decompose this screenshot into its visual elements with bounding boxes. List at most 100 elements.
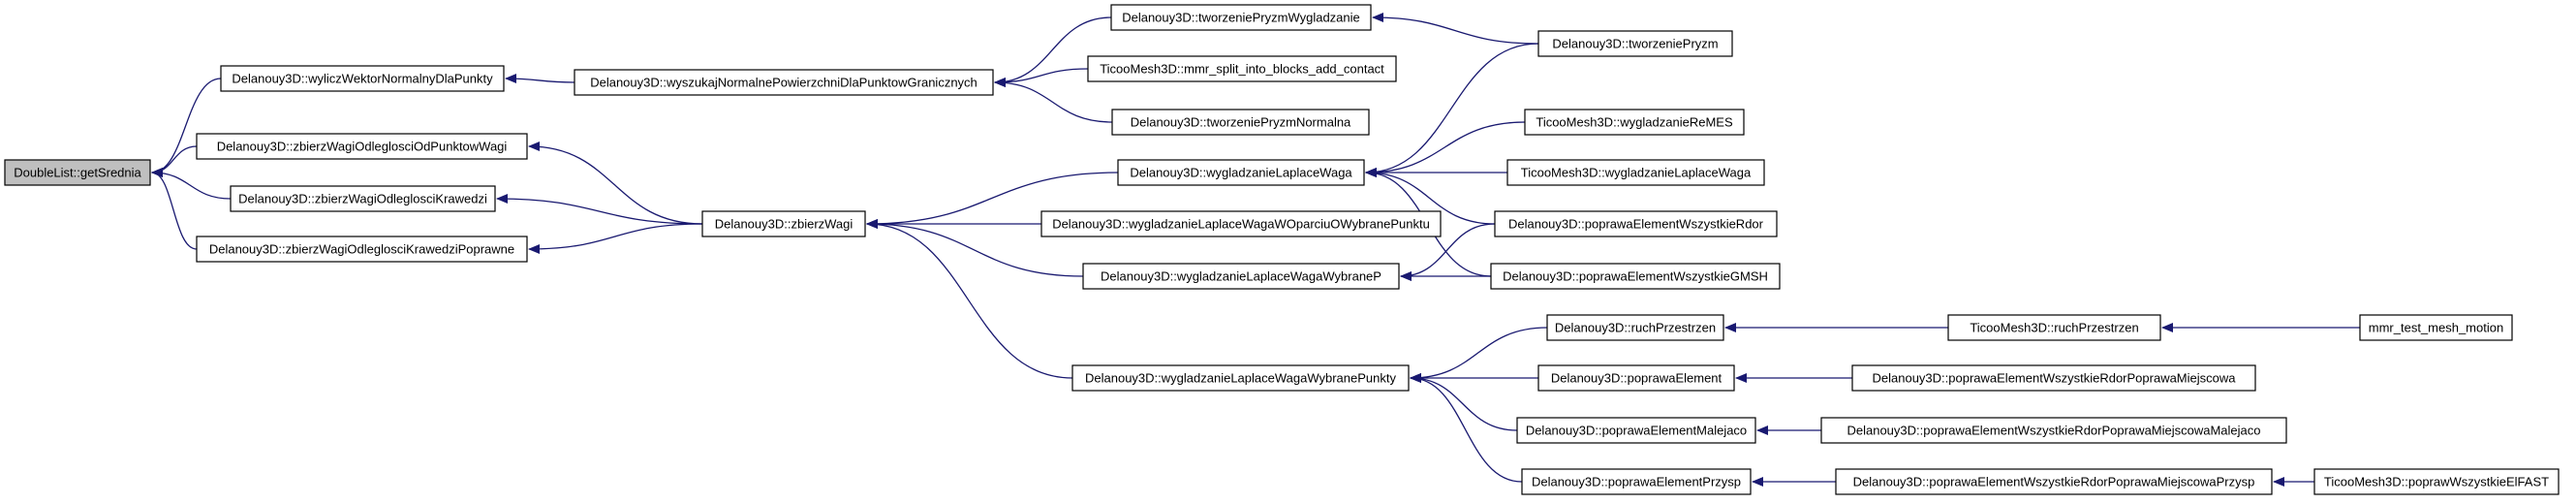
node-label: TicooMesh3D::mmr_split_into_blocks_add_c… bbox=[1100, 62, 1384, 77]
node-delanouy3d-zbierzwagiodlegloscikrawedzi[interactable]: Delanouy3D::zbierzWagiOdleglosciKrawedzi bbox=[230, 185, 496, 212]
node-box bbox=[1071, 364, 1410, 392]
edge-ticoomesh3d-wygladzanieremes-to-delanouy3d-wygladzanielaplacewaga bbox=[1365, 121, 1526, 177]
node-ticoomesh3d-wygladzanieremes[interactable]: TicooMesh3D::wygladzanieReMES bbox=[1524, 109, 1745, 136]
node-label: TicooMesh3D::wygladzanieLaplaceWaga bbox=[1521, 166, 1752, 180]
node-box bbox=[1820, 417, 2287, 444]
node-box bbox=[1521, 468, 1752, 495]
edge-delanouy3d-zbierzwagiodlegloscikrawedzipoprawne-to-doublelist-getsrednia bbox=[151, 168, 198, 250]
node-label: Delanouy3D::poprawaElementWszystkieGMSH bbox=[1503, 269, 1768, 284]
edge-delanouy3d-wyszukajnormalnepowierzchnidlapunktowgranicznych-to-delanouy3d-wyliczwektornormalnydlapunkty bbox=[505, 74, 575, 84]
edge-delanouy3d-poprawaelementmalejaco-to-delanouy3d-wygladzanielaplacewagawybranepunkty bbox=[1410, 373, 1518, 431]
edge-delanouy3d-zbierzwagiodleglosciodpunktowwagi-to-doublelist-getsrednia bbox=[151, 145, 198, 177]
node-label: Delanouy3D::wygladzanieLaplaceWagaWybran… bbox=[1085, 371, 1396, 386]
node-delanouy3d-poprawaelementwszystkiegmsh[interactable]: Delanouy3D::poprawaElementWszystkieGMSH bbox=[1490, 263, 1781, 290]
edges-layer bbox=[151, 13, 2360, 488]
node-delanouy3d-poprawaelementwszystkierdorpoprawamiejscowaprzysp[interactable]: Delanouy3D::poprawaElementWszystkieRdorP… bbox=[1835, 468, 2273, 495]
node-label: Delanouy3D::poprawaElement bbox=[1551, 371, 1723, 386]
node-delanouy3d-poprawaelementwszystkierdorpoprawamiejscowa[interactable]: Delanouy3D::poprawaElementWszystkieRdorP… bbox=[1851, 364, 2256, 392]
node-box bbox=[1835, 468, 2273, 495]
node-ticoomesh3d-wygladzanielaplacewaga[interactable]: TicooMesh3D::wygladzanieLaplaceWaga bbox=[1506, 159, 1765, 186]
node-delanouy3d-poprawaelementmalejaco[interactable]: Delanouy3D::poprawaElementMalejaco bbox=[1516, 417, 1756, 444]
node-ticoomesh3d-mmr-split-into-blocks-add-contact[interactable]: TicooMesh3D::mmr_split_into_blocks_add_c… bbox=[1087, 55, 1397, 82]
node-box bbox=[1546, 314, 1724, 341]
node-box bbox=[1537, 30, 1733, 57]
node-box bbox=[1040, 210, 1442, 237]
node-label: Delanouy3D::wygladzanieLaplaceWagaWybran… bbox=[1101, 269, 1381, 284]
node-label: TicooMesh3D::ruchPrzestrzen bbox=[1970, 321, 2138, 335]
node-delanouy3d-tworzeniepryzmnormalna[interactable]: Delanouy3D::tworzeniePryzmNormalna bbox=[1111, 109, 1370, 136]
edge-delanouy3d-wygladzanielaplacewagawybranep-to-delanouy3d-zbierzwagi bbox=[866, 219, 1084, 277]
node-box bbox=[1506, 159, 1765, 186]
node-delanouy3d-zbierzwagiodlegloscikrawedzipoprawne[interactable]: Delanouy3D::zbierzWagiOdleglosciKrawedzi… bbox=[196, 236, 528, 263]
nodes-layer: DoubleList::getSrednia Delanouy3D::wylicz… bbox=[4, 4, 2560, 495]
node-delanouy3d-wygladzanielaplacewagawybranepunkty[interactable]: Delanouy3D::wygladzanieLaplaceWagaWybran… bbox=[1071, 364, 1410, 392]
node-label: Delanouy3D::poprawaElementPrzysp bbox=[1532, 475, 1741, 489]
node-delanouy3d-wygladzanielaplacewaga[interactable]: Delanouy3D::wygladzanieLaplaceWaga bbox=[1117, 159, 1365, 186]
node-label: Delanouy3D::zbierzWagi bbox=[715, 217, 853, 232]
node-ticoomesh3d-ruchprzestrzen[interactable]: TicooMesh3D::ruchPrzestrzen bbox=[1947, 314, 2161, 341]
node-label: TicooMesh3D::wygladzanieReMES bbox=[1536, 115, 1733, 130]
node-label: Delanouy3D::tworzeniePryzmWygladzanie bbox=[1122, 11, 1360, 25]
node-box bbox=[1947, 314, 2161, 341]
node-box bbox=[1851, 364, 2256, 392]
edge-ticoomesh3d-mmr-split-into-blocks-add-contact-to-delanouy3d-wyszukajnormalnepowierzchnidlapunktowgranicznych bbox=[994, 68, 1089, 87]
node-label: Delanouy3D::wygladzanieLaplaceWaga bbox=[1130, 166, 1352, 180]
node-box bbox=[220, 65, 505, 92]
node-delanouy3d-tworzeniepryzmwygladzanie[interactable]: Delanouy3D::tworzeniePryzmWygladzanie bbox=[1110, 4, 1372, 31]
node-label: Delanouy3D::wygladzanieLaplaceWagaWOparc… bbox=[1052, 217, 1430, 232]
node-mmr-test-mesh-motion[interactable]: mmr_test_mesh_motion bbox=[2359, 314, 2513, 341]
node-box bbox=[2313, 468, 2560, 495]
edge-delanouy3d-zbierzwagi-to-delanouy3d-zbierzwagiodlegloscikrawedzipoprawne bbox=[528, 223, 703, 254]
node-delanouy3d-poprawaelement[interactable]: Delanouy3D::poprawaElement bbox=[1537, 364, 1735, 392]
node-delanouy3d-wygladzanielaplacewagawybranep[interactable]: Delanouy3D::wygladzanieLaplaceWagaWybran… bbox=[1082, 263, 1400, 290]
node-box bbox=[196, 236, 528, 263]
node-label: Delanouy3D::wyszukajNormalnePowierzchniD… bbox=[590, 76, 978, 90]
node-box bbox=[1110, 4, 1372, 31]
node-delanouy3d-wyszukajnormalnepowierzchnidlapunktowgranicznych[interactable]: Delanouy3D::wyszukajNormalnePowierzchniD… bbox=[574, 69, 994, 96]
node-label: Delanouy3D::zbierzWagiOdleglosciKrawedzi… bbox=[209, 242, 514, 257]
node-delanouy3d-poprawaelementprzysp[interactable]: Delanouy3D::poprawaElementPrzysp bbox=[1521, 468, 1752, 495]
node-label: Delanouy3D::zbierzWagiOdleglosciKrawedzi bbox=[238, 192, 487, 206]
node-box bbox=[230, 185, 496, 212]
node-label: Delanouy3D::poprawaElementWszystkieRdorP… bbox=[1847, 424, 2260, 438]
edge-delanouy3d-zbierzwagi-to-delanouy3d-zbierzwagiodlegloscikrawedzi bbox=[496, 194, 703, 225]
node-box bbox=[4, 159, 151, 186]
node-delanouy3d-wyliczwektornormalnydlapunkty[interactable]: Delanouy3D::wyliczWektorNormalnyDlaPunkt… bbox=[220, 65, 505, 92]
edge-delanouy3d-tworzeniepryzmnormalna-to-delanouy3d-wyszukajnormalnepowierzchnidlapunktowgranicznych bbox=[994, 78, 1113, 123]
node-label: mmr_test_mesh_motion bbox=[2369, 321, 2503, 335]
node-delanouy3d-poprawaelementwszystkierdorpoprawamiejscowamalejaco[interactable]: Delanouy3D::poprawaElementWszystkieRdorP… bbox=[1820, 417, 2287, 444]
edge-delanouy3d-zbierzwagiodlegloscikrawedzi-to-doublelist-getsrednia bbox=[151, 168, 232, 200]
node-delanouy3d-poprawaelementwszystkierdor[interactable]: Delanouy3D::poprawaElementWszystkieRdor bbox=[1494, 210, 1778, 237]
node-delanouy3d-zbierzwagiodleglosciodpunktowwagi[interactable]: Delanouy3D::zbierzWagiOdleglosciOdPunkto… bbox=[196, 133, 528, 160]
node-label: Delanouy3D::wyliczWektorNormalnyDlaPunkt… bbox=[232, 72, 493, 86]
edge-delanouy3d-wygladzanielaplacewagawybranepunkty-to-delanouy3d-zbierzwagi bbox=[866, 219, 1073, 379]
node-doublelist-getsrednia[interactable]: DoubleList::getSrednia bbox=[4, 159, 151, 186]
node-box bbox=[196, 133, 528, 160]
node-delanouy3d-tworzeniepryzm[interactable]: Delanouy3D::tworzeniePryzm bbox=[1537, 30, 1733, 57]
edge-delanouy3d-tworzeniepryzmwygladzanie-to-delanouy3d-wyszukajnormalnepowierzchnidlapunktowgranicznych bbox=[994, 16, 1112, 87]
node-box bbox=[1087, 55, 1397, 82]
edge-delanouy3d-tworzeniepryzm-to-delanouy3d-wygladzanielaplacewaga bbox=[1365, 43, 1539, 177]
node-label: Delanouy3D::poprawaElementWszystkieRdor bbox=[1508, 217, 1764, 232]
node-delanouy3d-ruchprzestrzen[interactable]: Delanouy3D::ruchPrzestrzen bbox=[1546, 314, 1724, 341]
node-label: Delanouy3D::poprawaElementMalejaco bbox=[1526, 424, 1747, 438]
node-ticoomesh3d-poprawwszystkieelfast[interactable]: TicooMesh3D::poprawWszystkieElFAST bbox=[2313, 468, 2560, 495]
edge-delanouy3d-poprawaelementprzysp-to-delanouy3d-wygladzanielaplacewagawybranepunkty bbox=[1410, 373, 1523, 483]
edge-delanouy3d-poprawaelementwszystkierdor-to-delanouy3d-wygladzanielaplacewagawybranep bbox=[1400, 223, 1496, 281]
node-box bbox=[1490, 263, 1781, 290]
edge-delanouy3d-tworzeniepryzm-to-delanouy3d-tworzeniepryzmwygladzanie bbox=[1372, 13, 1539, 45]
node-delanouy3d-zbierzwagi[interactable]: Delanouy3D::zbierzWagi bbox=[701, 210, 866, 237]
node-label: TicooMesh3D::poprawWszystkieElFAST bbox=[2324, 475, 2549, 489]
node-label: DoubleList::getSrednia bbox=[14, 166, 141, 180]
node-delanouy3d-wygladzanielaplacewagawoparciuowybranepunktu[interactable]: Delanouy3D::wygladzanieLaplaceWagaWOparc… bbox=[1040, 210, 1442, 237]
node-label: Delanouy3D::ruchPrzestrzen bbox=[1555, 321, 1716, 335]
node-label: Delanouy3D::zbierzWagiOdleglosciOdPunkto… bbox=[217, 140, 508, 154]
node-box bbox=[574, 69, 994, 96]
edge-delanouy3d-ruchprzestrzen-to-delanouy3d-wygladzanielaplacewagawybranepunkty bbox=[1410, 327, 1548, 383]
node-label: Delanouy3D::poprawaElementWszystkieRdorP… bbox=[1873, 371, 2237, 386]
node-box bbox=[1494, 210, 1778, 237]
edge-delanouy3d-wygladzanielaplacewaga-to-delanouy3d-zbierzwagi bbox=[866, 172, 1119, 229]
node-box bbox=[701, 210, 866, 237]
edge-delanouy3d-zbierzwagi-to-delanouy3d-zbierzwagiodleglosciodpunktowwagi bbox=[528, 142, 703, 225]
